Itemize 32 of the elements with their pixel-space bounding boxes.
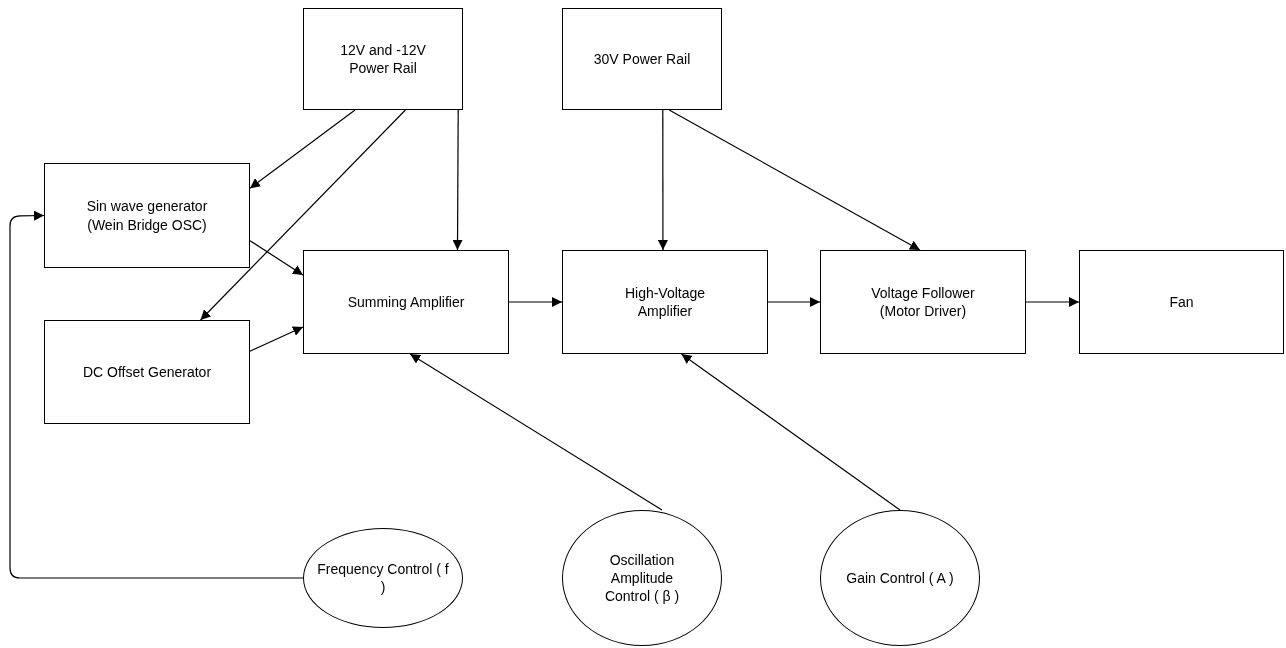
node-label: Voltage Follower (Motor Driver) bbox=[870, 283, 976, 321]
process-box bbox=[44, 320, 250, 424]
node-label: 12V and -12V Power Rail bbox=[339, 40, 427, 78]
arrow bbox=[249, 240, 304, 276]
node-label: High-Voltage Amplifier bbox=[623, 283, 707, 321]
node-label: DC Offset Generator bbox=[82, 362, 212, 382]
arrow bbox=[1025, 297, 1080, 307]
arrow bbox=[9, 210, 304, 579]
process-box bbox=[820, 250, 1026, 354]
process-box bbox=[562, 250, 768, 354]
arrow bbox=[249, 326, 304, 352]
process-box bbox=[44, 163, 250, 268]
arrow bbox=[767, 297, 821, 307]
node-label: Fan bbox=[1169, 292, 1194, 312]
arrow bbox=[508, 297, 563, 307]
arrow bbox=[657, 109, 668, 251]
arrow bbox=[452, 109, 463, 251]
power-rail-box bbox=[303, 8, 463, 110]
power-rail-box bbox=[562, 8, 722, 110]
process-box bbox=[1079, 250, 1284, 354]
arrow bbox=[249, 109, 356, 189]
process-box bbox=[303, 250, 509, 354]
node-label: Oscillation Amplitude Control ( β ) bbox=[603, 550, 681, 606]
arrow bbox=[409, 353, 663, 511]
node-label: 30V Power Rail bbox=[593, 49, 691, 69]
node-label: Summing Amplifier bbox=[347, 292, 465, 312]
arrow bbox=[668, 109, 921, 251]
arrow bbox=[199, 109, 406, 321]
node-label: Frequency Control ( f ) bbox=[316, 559, 450, 597]
arrow bbox=[680, 353, 901, 511]
node-label: Sin wave generator (Wein Bridge OSC) bbox=[85, 197, 209, 234]
node-label: Gain Control ( A ) bbox=[846, 568, 954, 588]
